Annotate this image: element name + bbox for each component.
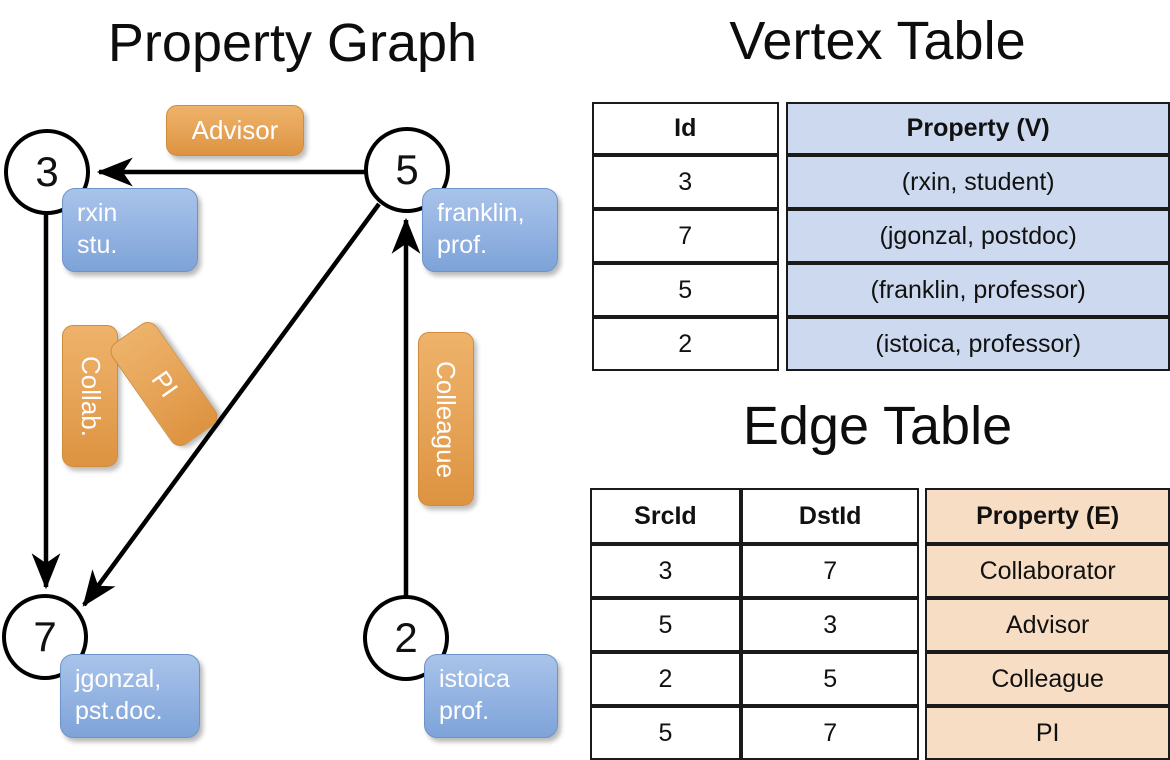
table-row[interactable]: 3 7 Collaborator — [590, 544, 1170, 598]
edge-row-2-dst: 5 — [740, 652, 920, 706]
vertex-property-7-line2: pst.doc. — [75, 696, 163, 725]
table-row[interactable]: 2 (istoica, professor) — [592, 317, 1170, 371]
edge-table-header-srcid: SrcId — [590, 488, 741, 544]
vertex-property-3-line1: rxin — [77, 199, 118, 227]
edge-row-0-dst: 7 — [740, 544, 920, 598]
vertex-row-2-property: (franklin, professor) — [786, 263, 1170, 317]
vertex-row-3-property: (istoica, professor) — [786, 317, 1170, 371]
edge-table-header-row: SrcId DstId Property (E) — [590, 488, 1170, 544]
edge-row-0-src: 3 — [590, 544, 741, 598]
table-row[interactable]: 7 (jgonzal, postdoc) — [592, 209, 1170, 263]
edge-table-header-property: Property (E) — [925, 488, 1170, 544]
vertex-property-box-3: rxin stu. — [62, 188, 198, 272]
graph-node-2-label: 2 — [394, 614, 418, 661]
vertex-property-2-line1: istoica — [439, 665, 510, 693]
edge-label-advisor: Advisor — [166, 105, 304, 156]
table-row[interactable]: 5 (franklin, professor) — [592, 263, 1170, 317]
graph-node-3-label: 3 — [35, 148, 59, 195]
edge-label-pi-text: PI — [145, 365, 184, 403]
page-title-edge-table: Edge Table — [742, 396, 1013, 456]
vertex-table-header-property: Property (V) — [786, 102, 1170, 155]
edge-5-to-7 — [82, 202, 381, 607]
vertex-property-7-line1: jgonzal, — [75, 665, 162, 693]
graph-node-5[interactable]: 5 — [364, 127, 450, 213]
vertex-row-1-gap — [779, 209, 787, 263]
edge-row-3-dst: 7 — [740, 706, 920, 760]
vertex-property-2-line2: prof. — [439, 696, 490, 725]
edge-row-3-property: PI — [925, 706, 1170, 760]
vertex-property-box-7: jgonzal, pst.doc. — [60, 654, 200, 738]
edge-row-3-src: 5 — [590, 706, 741, 760]
table-row[interactable]: 3 (rxin, student) — [592, 155, 1170, 209]
edge-table-header-dstid: DstId — [740, 488, 920, 544]
graph-node-7-label: 7 — [33, 613, 57, 660]
vertex-row-2-gap — [779, 263, 787, 317]
edge-label-collab-text: Collab. — [75, 355, 106, 437]
vertex-property-5-line2: prof. — [437, 230, 488, 259]
vertex-row-3-gap — [779, 317, 787, 371]
vertex-property-5-line1: franklin, — [437, 199, 525, 227]
table-row[interactable]: 2 5 Colleague — [590, 652, 1170, 706]
vertex-row-1-id: 7 — [592, 209, 779, 263]
edge-row-1-property: Advisor — [925, 598, 1170, 652]
vertex-row-0-property: (rxin, student) — [786, 155, 1170, 209]
vertex-row-1-property: (jgonzal, postdoc) — [786, 209, 1170, 263]
vertex-table-column-gap — [779, 102, 787, 155]
property-graph-diagram: 3 5 7 2 rxin stu. franklin, prof. jgonza… — [2, 105, 558, 738]
table-row[interactable]: 5 3 Advisor — [590, 598, 1170, 652]
vertex-row-2-id: 5 — [592, 263, 779, 317]
vertex-table-header-id: Id — [592, 102, 779, 155]
edge-label-colleague: Colleague — [418, 332, 474, 506]
vertex-table-header-row: Id Property (V) — [592, 102, 1170, 155]
vertex-property-3-line2: stu. — [77, 230, 118, 259]
vertex-row-0-gap — [779, 155, 787, 209]
vertex-table: Id Property (V) 3 (rxin, student) 7 (jgo… — [592, 102, 1170, 371]
graph-node-2[interactable]: 2 — [363, 595, 449, 681]
edge-row-2-property: Colleague — [925, 652, 1170, 706]
edge-row-0-property: Collaborator — [925, 544, 1170, 598]
vertex-row-0-id: 3 — [592, 155, 779, 209]
edge-label-collab: Collab. — [62, 325, 118, 467]
edge-row-1-dst: 3 — [740, 598, 920, 652]
table-row[interactable]: 5 7 PI — [590, 706, 1170, 760]
edge-label-advisor-text: Advisor — [191, 115, 279, 145]
vertex-property-box-2: istoica prof. — [424, 654, 558, 738]
vertex-property-box-5: franklin, prof. — [422, 188, 558, 272]
edge-table: SrcId DstId Property (E) 3 7 Collaborato… — [590, 488, 1170, 760]
graph-edges-svg — [31, 157, 421, 607]
page-title-vertex-table: Vertex Table — [729, 11, 1026, 71]
edge-row-1-src: 5 — [590, 598, 741, 652]
edge-row-2-src: 2 — [590, 652, 741, 706]
graph-node-5-label: 5 — [395, 146, 419, 193]
vertex-row-3-id: 2 — [592, 317, 779, 371]
edge-label-colleague-text: Colleague — [431, 360, 462, 478]
page-title-property-graph: Property Graph — [107, 13, 478, 73]
